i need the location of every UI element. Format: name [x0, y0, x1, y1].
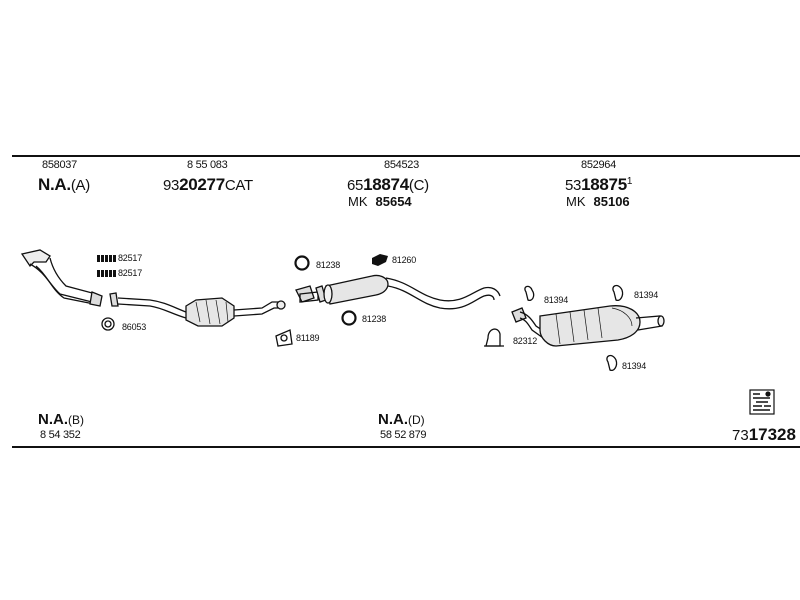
diagram-code: 7317328	[732, 425, 796, 444]
middle-pipe-resonator	[295, 274, 501, 310]
callout-82312: 82312	[513, 336, 538, 346]
callout-81238-a: 81238	[316, 260, 341, 270]
gasket-86053	[101, 317, 115, 331]
hanger-81394b	[612, 284, 624, 302]
ring-81238b	[341, 310, 357, 326]
gasket-81189	[275, 329, 293, 347]
hanger-81394a	[524, 285, 535, 302]
ref-number-1: 858037	[42, 159, 77, 171]
part-number-3: 6518874(C)	[347, 175, 429, 194]
front-pipe-catalyst	[109, 292, 286, 327]
exhaust-manifold	[20, 249, 103, 307]
callout-81260: 81260	[392, 255, 417, 265]
callout-81394-a: 81394	[544, 295, 569, 305]
bolt-82517b	[97, 270, 116, 277]
part-number-1: N.A.(A)	[38, 175, 90, 194]
bottom-ref-b: 8 54 352	[40, 429, 81, 441]
callout-81189: 81189	[296, 333, 320, 343]
clamp-82312	[484, 328, 504, 347]
callout-86053: 86053	[122, 322, 147, 332]
hanger-81260	[372, 254, 388, 266]
rear-silencer	[511, 305, 665, 347]
bottom-part-b: N.A.(B)	[38, 411, 84, 428]
callout-82517-a: 82517	[118, 253, 143, 263]
diagram-code-icon	[749, 389, 775, 415]
callout-81394-c: 81394	[622, 361, 647, 371]
ring-81238a	[294, 255, 310, 271]
callout-81238-b: 81238	[362, 314, 387, 324]
part-number-2: 9320277CAT	[163, 175, 253, 194]
hanger-81394c	[606, 354, 618, 372]
top-rule	[12, 155, 800, 157]
bolt-82517a	[97, 255, 116, 262]
ref-number-4: 852964	[581, 159, 616, 171]
bottom-rule	[12, 446, 800, 448]
bottom-ref-d: 58 52 879	[380, 429, 427, 441]
ref-number-3: 854523	[384, 159, 419, 171]
ref-number-2: 8 55 083	[187, 159, 228, 171]
bottom-part-d: N.A.(D)	[378, 411, 425, 428]
part-number-4: 53188751	[565, 175, 633, 194]
callout-81394-b: 81394	[634, 290, 659, 300]
callout-82517-b: 82517	[118, 268, 143, 278]
